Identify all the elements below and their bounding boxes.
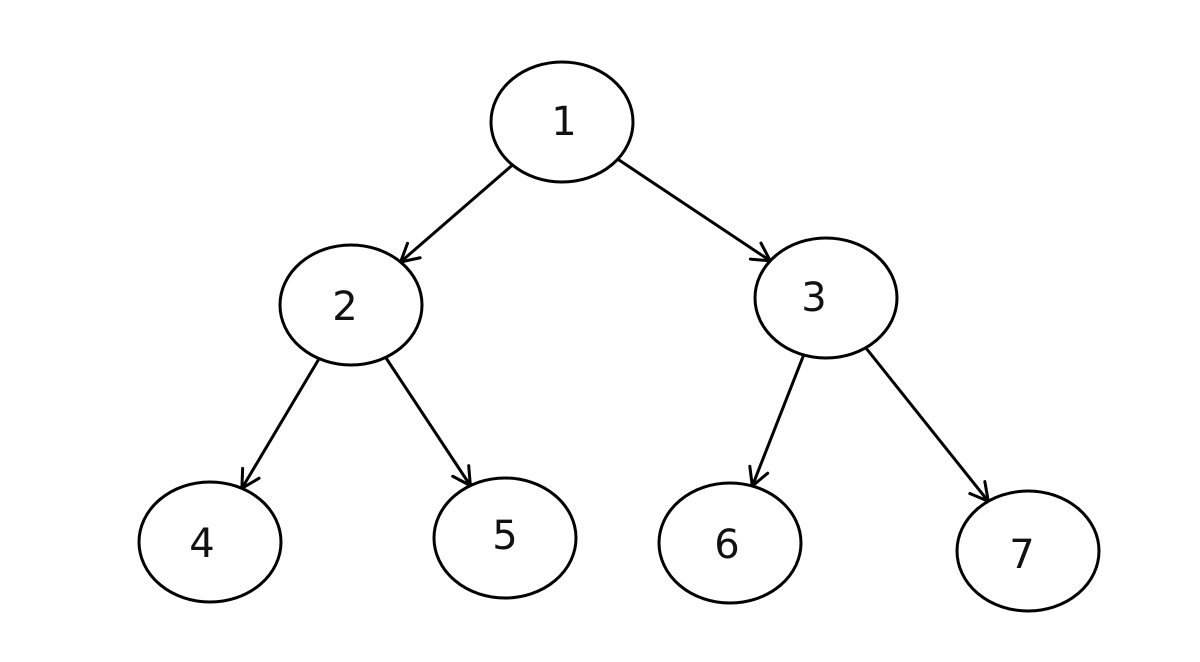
tree-node-2: 2 [278, 243, 424, 367]
node-ellipse [753, 236, 899, 360]
edge-n1-n3 [616, 157, 772, 263]
tree-node-5: 5 [432, 476, 578, 600]
nodes-layer: 1 2 3 4 5 6 7 [137, 60, 1101, 613]
node-ellipse [955, 489, 1101, 613]
edge-n2-n5 [384, 356, 472, 488]
edge-line [616, 157, 772, 263]
edge-n2-n4 [240, 357, 321, 490]
edge-n3-n6 [748, 354, 806, 488]
edge-line [384, 356, 472, 487]
node-label: 1 [551, 99, 576, 145]
edge-line [750, 354, 806, 487]
arrowhead-icon [748, 241, 772, 263]
node-label: 5 [492, 513, 517, 559]
tree-node-3: 3 [753, 236, 899, 360]
edge-n3-n7 [864, 346, 990, 503]
node-ellipse [278, 243, 424, 367]
node-label: 7 [1009, 532, 1034, 578]
node-ellipse [432, 476, 578, 600]
tree-node-7: 7 [955, 489, 1101, 613]
arrowhead-icon [451, 464, 472, 488]
tree-node-6: 6 [657, 481, 803, 605]
node-label: 2 [332, 284, 357, 330]
node-label: 6 [714, 522, 739, 568]
tree-node-4: 4 [137, 480, 283, 604]
edge-line [240, 357, 321, 490]
node-label: 4 [189, 521, 214, 567]
node-ellipse [137, 480, 283, 604]
edge-n1-n2 [399, 163, 514, 264]
node-ellipse [489, 60, 635, 184]
edge-line [399, 163, 514, 264]
edge-line [864, 346, 990, 503]
edges-layer [240, 157, 990, 503]
tree-node-1: 1 [489, 60, 635, 184]
node-label: 3 [801, 275, 826, 321]
node-ellipse [657, 481, 803, 605]
